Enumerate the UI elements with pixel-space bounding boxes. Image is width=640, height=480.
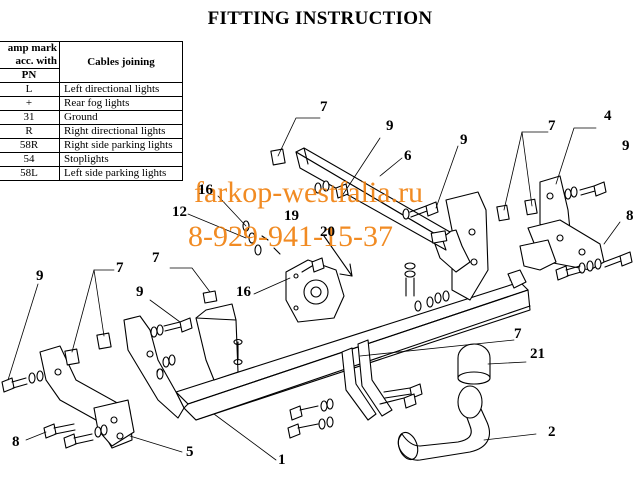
page-title: FITTING INSTRUCTION (207, 8, 433, 29)
cables-joining-header: Cables joining (59, 41, 183, 83)
callout-7: 7 (514, 326, 522, 342)
right-center-bracket (431, 191, 489, 301)
callout-9: 9 (136, 284, 144, 300)
watermark-site: farkop-westfalia.ru (194, 176, 424, 209)
callout-19: 19 (284, 208, 299, 224)
towball-assembly (341, 339, 491, 461)
callout-4: 4 (604, 108, 612, 124)
callout-9: 9 (622, 138, 630, 154)
callout-7: 7 (152, 250, 160, 266)
callout-16: 16 (236, 284, 251, 300)
lamp-mark-header: amp mark acc. with (0, 41, 60, 69)
callout-9: 9 (460, 132, 468, 148)
watermark-phone: 8-929-941-15-37 (188, 220, 393, 253)
callout-8: 8 (626, 208, 634, 224)
callout-7: 7 (320, 99, 328, 115)
desc-cell: Rear fog lights (59, 96, 183, 111)
callout-7: 7 (548, 118, 556, 134)
callout-20: 20 (320, 224, 335, 240)
pin-cell: 58L (0, 166, 60, 181)
leader-lines (7, 117, 621, 461)
left-side-bracket (39, 315, 185, 449)
callout-6: 6 (404, 148, 412, 164)
right-side-bracket (519, 175, 605, 271)
callout-9: 9 (386, 118, 394, 134)
left-center-bracket (195, 303, 243, 381)
callout-2: 2 (548, 424, 556, 440)
wire-clips (64, 148, 538, 366)
callout-7: 7 (116, 260, 124, 276)
callout-12: 12 (172, 204, 187, 220)
desc-cell: Ground (59, 110, 183, 125)
reinforcement-bar (295, 147, 451, 251)
table-row: +Rear fog lights (0, 96, 183, 111)
direction-arrow (323, 235, 353, 277)
callout-8: 8 (12, 434, 20, 450)
desc-cell: Left side parking lights (59, 166, 183, 181)
callout-1: 1 (278, 452, 286, 468)
callout-16: 16 (198, 182, 213, 198)
callout-21: 21 (530, 346, 545, 362)
callout-9: 9 (36, 268, 44, 284)
bolts-and-washers (1, 180, 633, 449)
callout-5: 5 (186, 444, 194, 460)
